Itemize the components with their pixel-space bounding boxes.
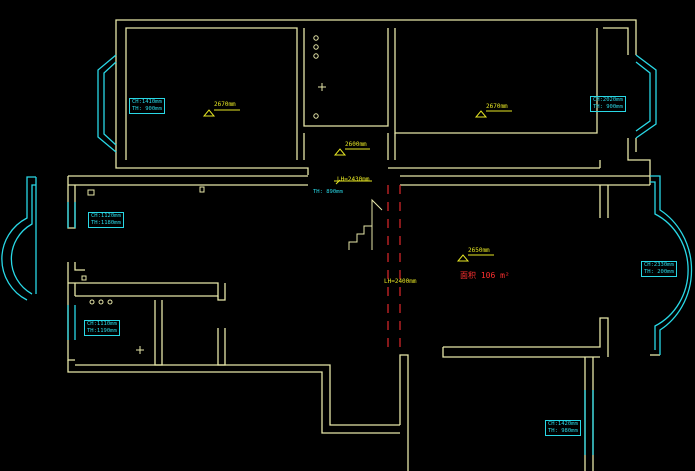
height-label-top: LH=2430mm xyxy=(337,176,370,183)
window-tag-th: TH: 980mm xyxy=(548,428,578,434)
level-label-room-tr: 2670mm xyxy=(486,103,508,110)
window-tag-br: CH:1420mm TH: 980mm xyxy=(545,420,581,436)
window-tag-ch: CH:1120mm xyxy=(91,213,121,219)
window-tag-th: TH: 900mm xyxy=(132,106,162,112)
window-tag-r: CH:2330mm TH: 200mm xyxy=(641,261,677,277)
window-tag-th: TH:1190mm xyxy=(87,328,117,334)
level-label-corridor: 2600mm xyxy=(345,141,367,148)
level-markers xyxy=(202,109,512,262)
window-tag-tl: CH:1410mm TH: 900mm xyxy=(129,98,165,114)
walls xyxy=(67,19,660,471)
small-note: TH: 890mm xyxy=(313,189,343,195)
window-tag-ch: CH:1420mm xyxy=(548,421,578,427)
crosshair-marks xyxy=(136,83,326,354)
window-tag-ch: CH:2330mm xyxy=(644,262,674,268)
windows xyxy=(1,54,693,455)
window-tag-ch: CH:1110mm xyxy=(87,321,117,327)
height-label-vertical: LH=2400mm xyxy=(384,278,417,285)
window-tag-th: TH: 200mm xyxy=(644,269,674,275)
guide-lines xyxy=(387,185,401,355)
window-tag-l2: CH:1110mm TH:1190mm xyxy=(84,320,120,336)
window-tag-l1: CH:1120mm TH:1180mm xyxy=(88,212,124,228)
window-tag-th: TH:1180mm xyxy=(91,220,121,226)
level-label-room-tl: 2670mm xyxy=(214,101,236,108)
stair-symbol xyxy=(348,198,383,250)
window-tag-tr: CH:2020mm TH: 900mm xyxy=(590,96,626,112)
window-tag-ch: CH:1410mm xyxy=(132,99,162,105)
fixture-circles xyxy=(81,35,319,305)
level-label-hall: 2650mm xyxy=(468,247,490,254)
area-label: 面积 106 m² xyxy=(460,271,510,280)
window-tag-ch: CH:2020mm xyxy=(593,97,623,103)
window-tag-th: TH: 900mm xyxy=(593,104,623,110)
